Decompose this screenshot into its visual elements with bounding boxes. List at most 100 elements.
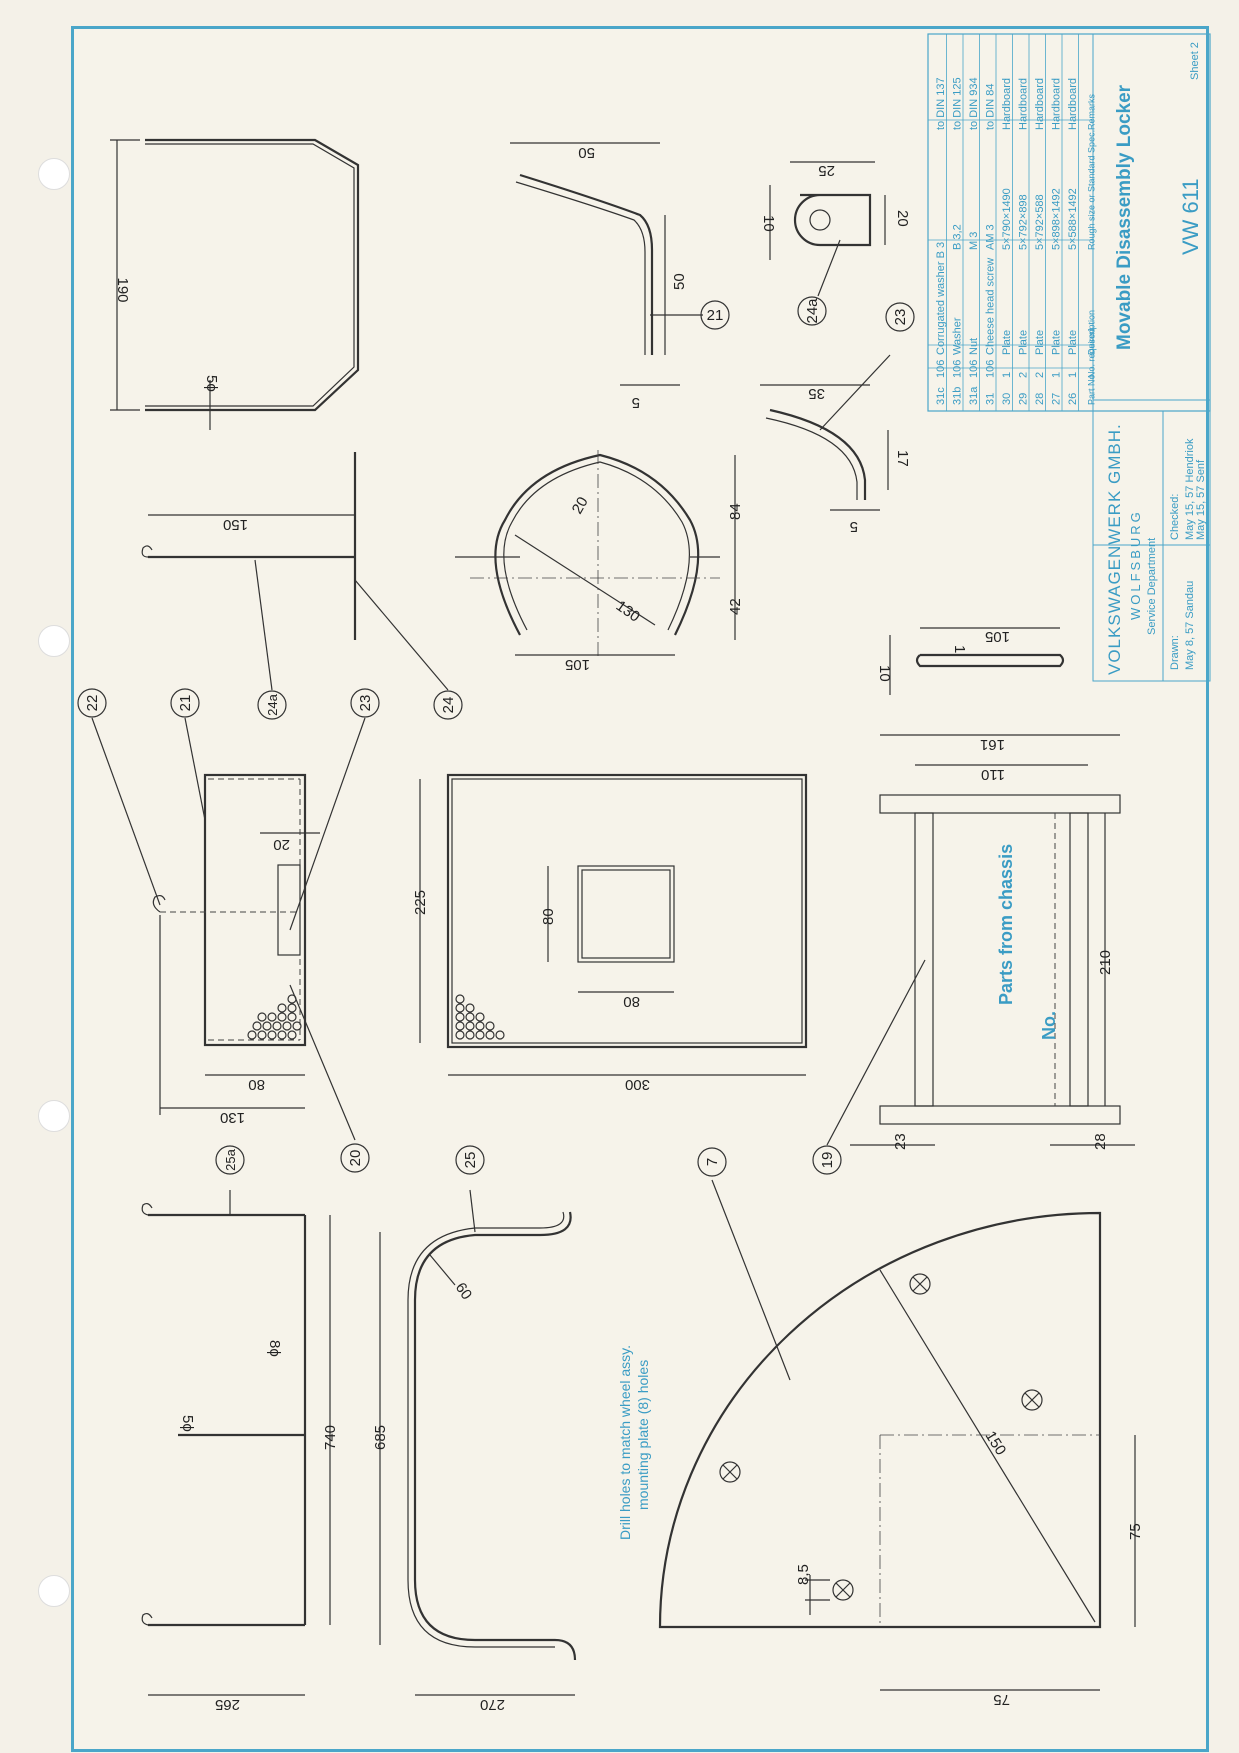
part-bracket-190: 190 5ϕ <box>110 138 360 430</box>
parts-list-cell: Hardboard <box>1051 78 1063 130</box>
parts-list-cell: 106 <box>952 360 964 378</box>
parts-list-cell: 29 <box>1018 393 1030 405</box>
part-25: 685 60 270 25 <box>372 1145 577 1713</box>
callout-20: 20 <box>347 1150 364 1167</box>
dim-105-a: 105 <box>565 656 590 673</box>
dim-190: 190 <box>114 277 131 302</box>
company-city: WOLFSBURG <box>1128 509 1143 620</box>
company-name: VOLKSWAGENWERK GMBH. <box>1105 423 1124 675</box>
parts-list-cell: 5×588×1492 <box>1067 188 1079 250</box>
parts-list-cell: 31a <box>968 386 980 405</box>
dim-5-b: 5 <box>850 518 858 535</box>
callout-24a: 24a <box>265 693 280 715</box>
parts-list-cell: Corrugated washer B 3 <box>935 242 947 355</box>
dim-150-a: 150 <box>223 516 248 533</box>
parts-list-cell: 28 <box>1034 393 1046 405</box>
dim-8-5: 8,5 <box>795 1564 812 1585</box>
parts-list-cell: 5×790×1490 <box>1001 188 1013 250</box>
parts-list-cell: Plate <box>1034 330 1046 355</box>
parts-list-cell: 30 <box>1001 393 1013 405</box>
drawing-number: VW 611 <box>1178 178 1203 255</box>
dim-25: 25 <box>818 162 835 179</box>
parts-list-cell: 106 <box>968 360 980 378</box>
bolt-hole <box>1021 1389 1043 1411</box>
dim-8phi: 8ϕ <box>266 1340 283 1357</box>
callout-7: 7 <box>704 1158 721 1166</box>
perforation-pattern <box>455 994 505 1040</box>
parts-list-cell: 2 <box>1018 372 1030 378</box>
callout-25a: 25a <box>223 1148 238 1170</box>
parts-list-cell: 1 <box>1051 372 1063 378</box>
parts-list-header: No. required <box>1087 328 1097 378</box>
callout-21: 21 <box>177 695 194 712</box>
part-clip: 10 1 105 <box>876 627 1065 695</box>
dim-75-a: 75 <box>1127 1523 1144 1540</box>
dim-20-b: 20 <box>569 494 592 517</box>
title-block: VOLKSWAGENWERK GMBH. WOLFSBURG Service D… <box>927 33 1211 682</box>
department: Service Department <box>1146 538 1158 635</box>
drawing-title: Movable Disassembly Locker <box>1114 84 1135 350</box>
dim-161: 161 <box>980 736 1005 753</box>
parts-list-cell: Plate <box>1051 330 1063 355</box>
part-horseshoe: 130 20 84 42 105 <box>455 450 744 673</box>
dim-80-a: 80 <box>248 1076 265 1093</box>
drawn-value: May 8, 57 Sandau <box>1184 581 1196 670</box>
part-25a: 740 265 8ϕ 5ϕ 25a <box>141 1145 339 1713</box>
dim-75-b: 75 <box>993 1691 1010 1708</box>
parts-list-cell: to DIN 137 <box>935 77 947 130</box>
drill-note-line-2: mounting plate (8) holes <box>635 1360 651 1510</box>
punch-hole-bottom <box>38 1575 70 1607</box>
perforation-pattern <box>247 994 302 1040</box>
dim-130-a: 130 <box>613 597 643 625</box>
part-box-80: 20 80 130 22 21 23 20 <box>77 688 380 1173</box>
dim-110: 110 <box>981 766 1005 783</box>
dim-300: 300 <box>625 1076 650 1093</box>
parts-list-cell: Plate <box>1018 330 1030 355</box>
parts-list-header: Part No. <box>1087 372 1097 405</box>
part-13: 35 17 5 23 <box>760 302 915 535</box>
callout-22: 22 <box>84 695 101 712</box>
part-19-frame: 161 110 210 23 28 Parts from chassis No.… <box>812 734 1135 1175</box>
callout-14: 24a <box>804 298 821 324</box>
drill-note-line-1: Drill holes to match wheel assy. <box>617 1345 633 1540</box>
parts-list-cell: 31c <box>935 387 947 405</box>
dim-685: 685 <box>372 1425 389 1450</box>
parts-list-cell: Hardboard <box>1067 78 1079 130</box>
punch-hole-middle <box>38 625 70 657</box>
parts-list-header: Rough size or Standard Spec. <box>1087 130 1097 250</box>
dim-270: 270 <box>480 1696 505 1713</box>
parts-list-cell: Plate <box>1067 330 1079 355</box>
parts-list: 31c 106 Corrugated washer B 3 to DIN 137 31b… <box>928 34 1097 411</box>
dim-42: 42 <box>727 598 744 615</box>
dim-5-a: 5 <box>632 394 640 411</box>
callout-25: 25 <box>462 1152 479 1169</box>
parts-list-cell: 26 <box>1067 393 1079 405</box>
callout-19: 19 <box>819 1152 836 1169</box>
dim-210: 210 <box>1097 950 1114 975</box>
parts-list-cell: 106 <box>985 360 997 378</box>
parts-list-cell: 31b <box>952 387 964 405</box>
dim-740: 740 <box>322 1425 339 1450</box>
parts-list-cell: Hardboard <box>1018 78 1030 130</box>
parts-list-cell: 1 <box>1067 372 1079 378</box>
callout-24: 24 <box>440 697 457 714</box>
part-24: 150 24a 24 <box>141 452 463 720</box>
parts-list-cell: 2 <box>1034 372 1046 378</box>
checked-value-1: May 15, 57 Hendriok <box>1184 438 1196 540</box>
dim-35: 35 <box>808 385 825 402</box>
parts-list-cell: Cheese head screw <box>985 258 997 355</box>
punch-hole-lower <box>38 1100 70 1132</box>
parts-list-cell: Hardboard <box>1034 78 1046 130</box>
dim-84: 84 <box>727 503 744 520</box>
dim-80-c: 80 <box>623 993 640 1010</box>
parts-list-cell: 106 <box>935 360 947 378</box>
parts-list-cell: 27 <box>1051 393 1063 405</box>
parts-list-cell: 5×792×898 <box>1018 194 1030 250</box>
dim-225: 225 <box>412 890 429 915</box>
parts-list-cell: to DIN 934 <box>968 77 980 130</box>
parts-list-cell: to DIN 84 <box>985 84 997 130</box>
dim-80-b: 80 <box>540 908 557 925</box>
dim-17: 17 <box>894 450 911 467</box>
parts-list-cell: Hardboard <box>1001 78 1013 130</box>
parts-list-cell: 31 <box>985 393 997 405</box>
